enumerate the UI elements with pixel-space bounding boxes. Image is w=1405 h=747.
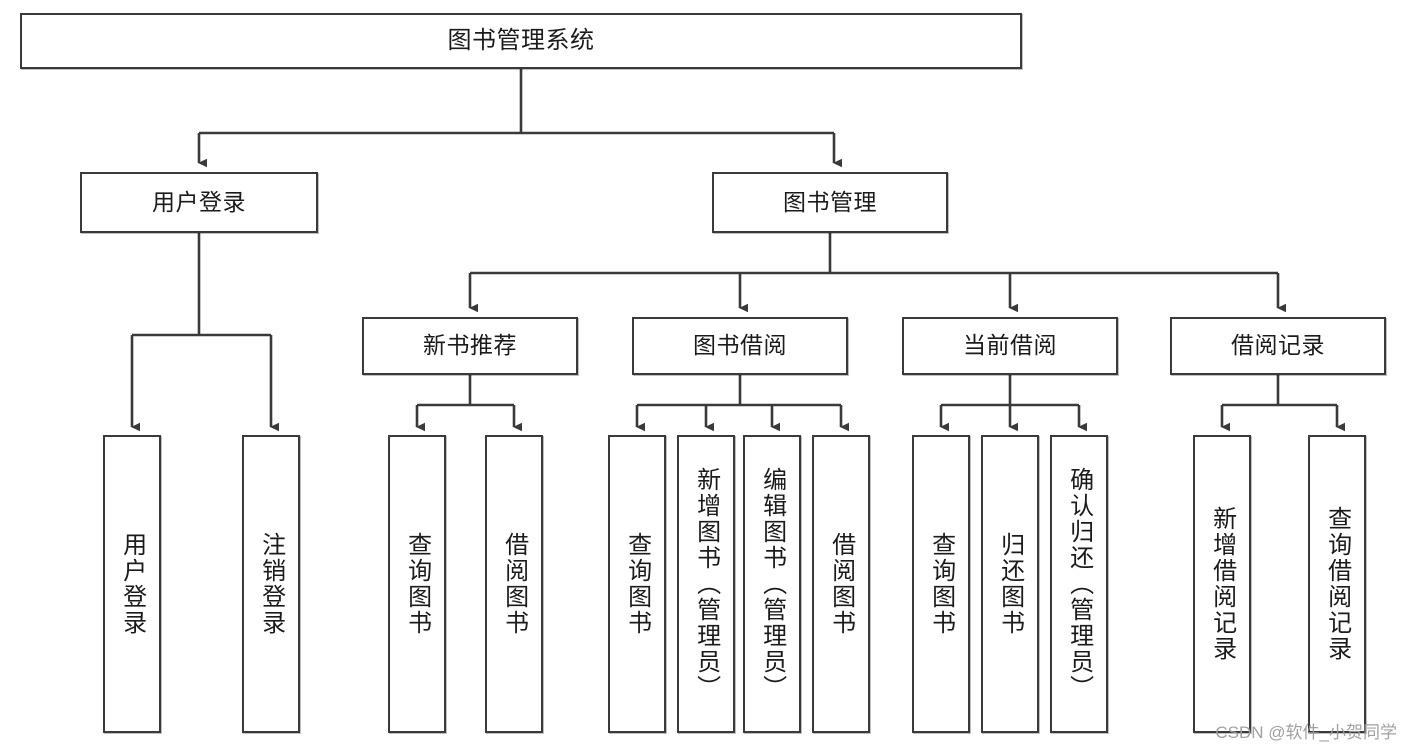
leaf-borrow-query-book[interactable]: 查询图书	[608, 435, 666, 733]
node-label: 新书推荐	[423, 332, 517, 359]
leaf-new-book-borrow[interactable]: 借阅图书	[485, 435, 543, 733]
leaf-borrow-edit-book-admin[interactable]: 编辑图书（管理员）	[743, 435, 801, 733]
leaf-current-return-book[interactable]: 归还图书	[981, 435, 1039, 733]
node-label: 图书管理系统	[447, 26, 595, 54]
node-borrow-record[interactable]: 借阅记录	[1170, 317, 1386, 375]
leaf-borrow-add-book-admin[interactable]: 新增图书（管理员）	[677, 435, 735, 733]
node-label: 图书管理	[783, 188, 877, 215]
leaf-user-login-login[interactable]: 用户登录	[103, 435, 161, 733]
node-label: 注销登录	[257, 532, 285, 636]
node-book-borrow[interactable]: 图书借阅	[632, 317, 848, 375]
node-current-borrow[interactable]: 当前借阅	[902, 317, 1118, 375]
node-label: 图书借阅	[693, 332, 787, 359]
node-label: 当前借阅	[963, 332, 1057, 359]
node-user-login[interactable]: 用户登录	[80, 172, 318, 233]
leaf-user-login-logout[interactable]: 注销登录	[242, 435, 300, 733]
node-label: 用户登录	[118, 532, 146, 636]
node-label: 借阅图书	[500, 532, 528, 636]
node-label: 新增借阅记录	[1208, 506, 1236, 662]
node-label: 查询图书	[927, 532, 955, 636]
watermark: CSDN @软件_小贺同学	[1215, 723, 1397, 742]
node-label: 用户登录	[152, 188, 246, 215]
node-new-book-recommend[interactable]: 新书推荐	[362, 317, 578, 375]
node-label: 查询图书	[623, 532, 651, 636]
leaf-record-add-record[interactable]: 新增借阅记录	[1193, 435, 1251, 733]
node-label: 归还图书	[996, 532, 1024, 636]
node-label: 编辑图书（管理员）	[758, 467, 786, 701]
node-label: 查询借阅记录	[1323, 506, 1351, 662]
node-label: 确认归还（管理员）	[1065, 467, 1093, 701]
leaf-new-book-query[interactable]: 查询图书	[388, 435, 446, 733]
node-label: 借阅记录	[1231, 332, 1325, 359]
node-label: 查询图书	[403, 532, 431, 636]
node-label: 新增图书（管理员）	[692, 467, 720, 701]
leaf-record-query-record[interactable]: 查询借阅记录	[1308, 435, 1366, 733]
node-root-system[interactable]: 图书管理系统	[20, 13, 1022, 69]
node-label: 借阅图书	[827, 532, 855, 636]
leaf-current-confirm-return-admin[interactable]: 确认归还（管理员）	[1050, 435, 1108, 733]
node-book-management[interactable]: 图书管理	[712, 172, 948, 233]
leaf-borrow-borrow-book[interactable]: 借阅图书	[812, 435, 870, 733]
leaf-current-query-book[interactable]: 查询图书	[912, 435, 970, 733]
